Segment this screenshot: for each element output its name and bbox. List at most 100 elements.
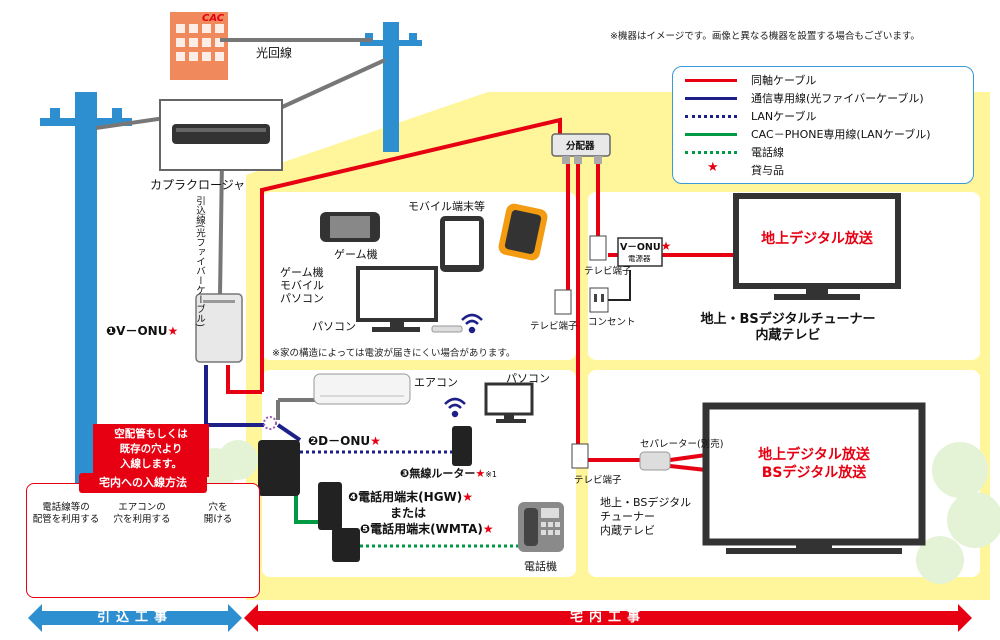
tv1-screen-text: 地上デジタル放送 [761,231,873,247]
star-icon: ★ [482,522,494,536]
star-icon: ★ [660,239,672,253]
label-splitter: 分配器 [566,141,595,152]
legend-item-coax: 同軸ケーブル [685,72,965,88]
legend-item-rental: ★ 貸与品 [685,160,965,178]
d-onu-device [258,440,300,496]
tv1-caption: 地上・BSデジタルチューナー 内蔵テレビ [700,312,876,343]
bottom-arrow-left [28,604,242,632]
label-drop-cable: 引込線(光ファイバーケーブル) [194,196,205,327]
tv2-caption: 地上・BSデジタル チューナー 内蔵テレビ [600,496,692,537]
label-or: または [390,506,427,520]
separator-device [639,451,671,471]
label-devices-list: ゲーム機 モバイル パソコン [280,266,324,305]
utility-pole-left [40,92,132,592]
legend-label: LANケーブル [751,110,817,123]
router-device [452,426,472,466]
router-text: ❸無線ルーター [400,467,476,480]
hgw-device [318,482,342,530]
wifi-note: ※家の構造によっては電波が届きにくい場合があります。 [272,348,516,359]
legend-swatch [685,97,737,100]
smartphone-device [498,203,548,261]
label-power-supply: 電源器 [628,254,651,263]
bottom-arrow-right [244,604,972,632]
legend-label: 貸与品 [751,164,784,177]
label-tv-outlet-2: テレビ端子 [530,321,578,332]
legend-label: 電話線 [751,146,784,159]
label-hgw: ❹電話用端末(HGW)★ [348,488,473,505]
tv-outlet-icon-1 [589,235,607,261]
hgw-text: ❹電話用端末(HGW) [348,490,463,504]
game-console [320,212,380,242]
splitter-device [551,133,611,164]
label-aircon: エアコン [414,376,458,389]
v-onu-outdoor-device [195,293,243,363]
legend-swatch [685,115,737,118]
entry-point-marker [263,416,277,430]
legend-panel: 同軸ケーブル 通信専用線(光ファイバーケーブル) LANケーブル CAC－PHO… [672,66,974,184]
aerial-cables [95,38,386,420]
v-onu-indoor-text: V－ONU [620,242,661,253]
star-icon: ★ [707,160,719,175]
label-game: ゲーム機 [334,248,378,261]
label-v-onu-outdoor: ❶V－ONU★ [106,322,178,339]
label-hikari-line: 光回線 [256,46,293,60]
tv-outlet-icon-3 [571,443,589,469]
legend-swatch [685,151,737,154]
star-icon: ★ [167,324,179,338]
label-mobile: モバイル端末等 [408,200,485,213]
tv-lower [702,402,926,554]
cac-logo: CAC [202,13,225,24]
label-d-onu: ❷D－ONU★ [308,432,381,449]
wifi-icon-lower [444,397,466,418]
router-note: ※1 [485,470,497,479]
label-router: ❸無線ルーター★※1 [400,465,497,481]
label-pc-lower: パソコン [506,372,550,385]
cac-phone-line [294,490,326,524]
cac-building [170,12,228,80]
legend-item-phone-line: 電話線 [685,144,965,160]
label-coupler-closure: カプラクロージャ [150,178,246,192]
star-icon: ★ [370,434,381,448]
legend-item-lan: LANケーブル [685,108,965,124]
disclaimer: ※機器はイメージです。画像と異なる機器を設置する場合もございます。 [610,31,920,42]
method-option-3: 穴を 開ける [203,502,233,525]
wmta-text: ❺電話用端末(WMTA) [360,522,483,536]
telephone-device [518,502,564,552]
label-wmta: ❺電話用端末(WMTA)★ [360,520,494,537]
tablet-device [440,216,484,272]
tv-outlet-icon-2 [554,289,572,315]
label-outlet: コンセント [588,317,636,328]
d-onu-text: ❷D－ONU [308,434,371,448]
pc-upper [356,266,463,333]
coax-cables [226,117,736,472]
bottom-label-indoor-work: 宅内工事 [569,610,646,625]
entry-callout-text: 空配管もしくは 既存の穴より 入線します。 [114,428,188,470]
label-tv-outlet-3: テレビ端子 [574,475,622,486]
bushes [193,440,1000,584]
bottom-label-drop-work: 引込工事 [96,610,173,625]
v-onu-outdoor-text: ❶V－ONU [106,324,168,338]
legend-label: CAC－PHONE専用線(LANケーブル) [751,128,931,141]
label-phone: 電話機 [524,560,557,573]
label-tv-outlet-1: テレビ端子 [584,266,632,277]
power-cable [608,270,631,301]
coupler-closure-device [159,99,283,171]
power-outlet-icon [589,287,609,313]
legend-item-cac-phone: CAC－PHONE専用線(LANケーブル) [685,126,965,142]
wifi-icon-upper [461,313,483,334]
star-icon: ★ [475,467,486,480]
tv-upper [733,193,901,300]
label-separator: セパレーター(別売) [640,439,724,450]
aircon-unit [313,373,411,405]
entry-callout: 空配管もしくは 既存の穴より 入線します。 [93,424,209,477]
entry-method-title: 宅内への入線方法 [79,473,207,493]
tv2-screen-text: 地上デジタル放送 BSデジタル放送 [758,447,870,481]
label-pc-upper: パソコン [312,320,356,333]
method-option-2: エアコンの 穴を利用する [113,502,171,525]
wmta-device [332,528,360,562]
legend-swatch [685,79,737,82]
label-v-onu-indoor: V－ONU★ [620,239,671,253]
legend-item-fiber: 通信専用線(光ファイバーケーブル) [685,90,965,106]
legend-swatch [685,133,737,136]
